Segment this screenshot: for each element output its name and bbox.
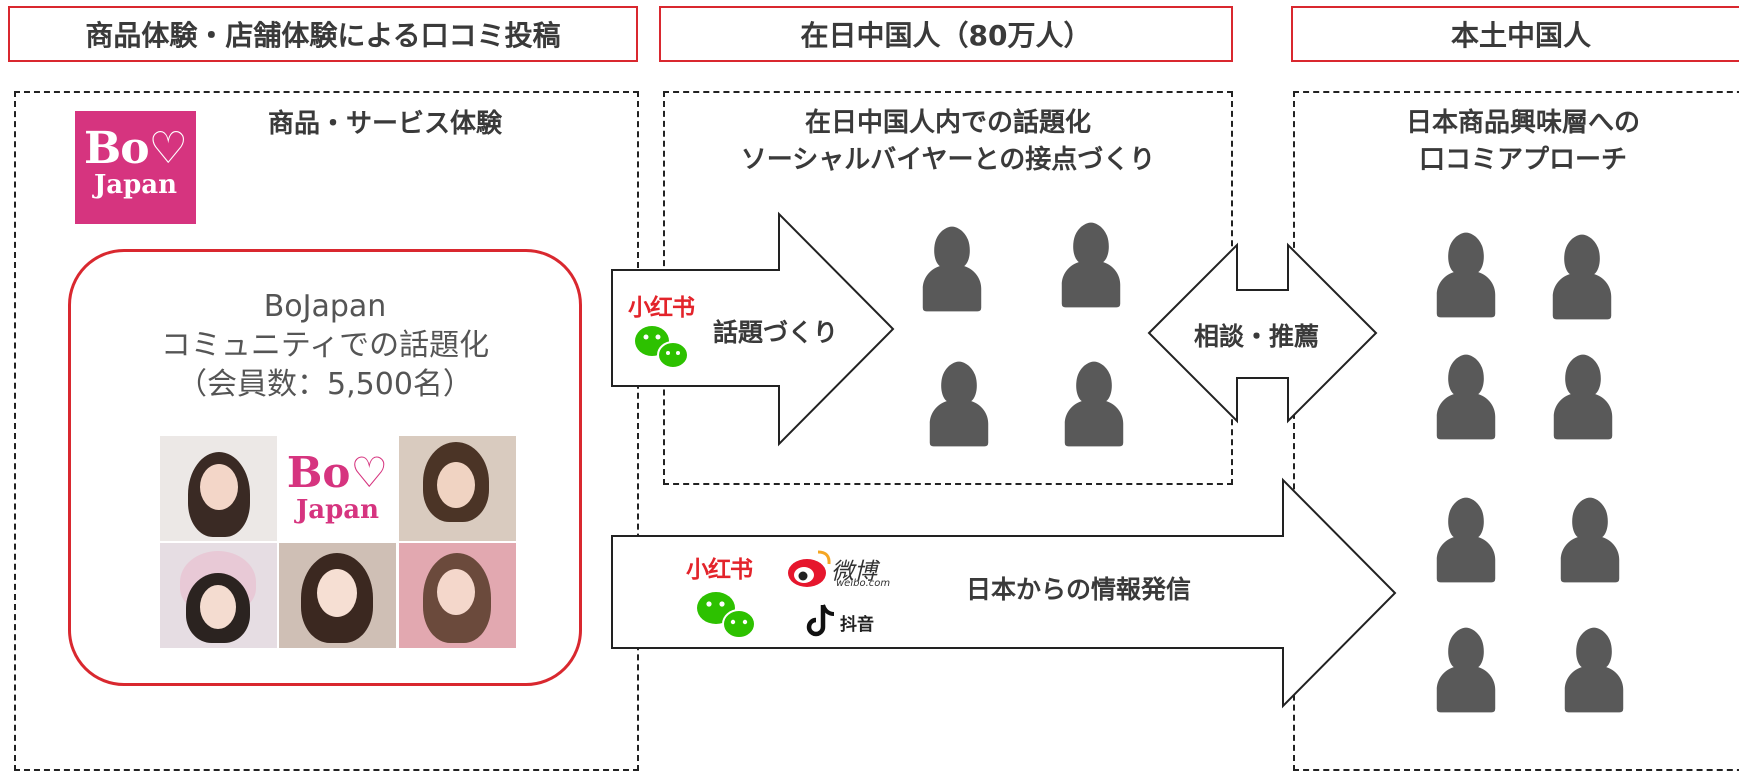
right-panel-title-line1: 日本商品興味層への	[1405, 108, 1640, 138]
bojapan-grid-logo: Bo♡ Japan	[279, 436, 396, 541]
weibo-label: 微博	[831, 559, 877, 585]
header-ugc-posting: 商品体験・店舗体験による口コミ投稿	[8, 6, 638, 62]
douyin-icon	[806, 604, 835, 637]
weibo-icon	[788, 550, 831, 587]
person-icon	[1560, 497, 1620, 583]
community-name: BoJapan	[263, 289, 387, 324]
person-icon	[1436, 354, 1496, 440]
person-icon	[1552, 234, 1612, 320]
member-photo	[399, 543, 516, 648]
person-icon	[1064, 361, 1124, 447]
person-icon	[1564, 627, 1624, 713]
douyin-label: 抖音	[840, 615, 874, 635]
weibo-url: weibo.com	[836, 578, 891, 589]
info-arrow	[611, 477, 1397, 709]
person-icon	[1061, 222, 1121, 308]
left-panel-title: 商品・サービス体験	[267, 109, 502, 139]
info-dispatch-label: 日本からの情報発信	[966, 575, 1192, 604]
topic-arrow	[611, 211, 895, 447]
wechat-icon	[697, 592, 756, 639]
community-topic: コミュニティでの話題化	[160, 328, 490, 363]
consult-recommend-label: 相談・推薦	[1194, 322, 1320, 351]
bojapan-community-box: BoJapan コミュニティでの話題化 （会員数：5,500名） Bo♡ Jap…	[68, 249, 582, 686]
consult-arrow	[1147, 242, 1378, 424]
person-icon	[1436, 232, 1496, 318]
person-icon	[1436, 627, 1496, 713]
flow-diagram	[611, 211, 1624, 713]
person-icon	[1436, 497, 1496, 583]
middle-panel-title-line1: 在日中国人内での話題化	[804, 108, 1091, 138]
header-chinese-in-japan: 在日中国人（80万人）	[659, 6, 1233, 62]
bojapan-logo: Bo♡ Japan	[75, 111, 196, 224]
middle-panel-title-line2: ソーシャルバイヤーとの接点づくり	[740, 145, 1156, 175]
topic-creation-label: 話題づくり	[713, 318, 839, 347]
wechat-icon	[635, 326, 689, 369]
person-icon	[922, 226, 982, 312]
community-members: （会員数：5,500名）	[177, 367, 473, 402]
xiaohongshu-logo: 小红书	[686, 557, 753, 583]
member-photo	[279, 543, 396, 648]
person-icon	[1553, 354, 1613, 440]
member-photo	[160, 436, 277, 541]
header-mainland-chinese: 本土中国人	[1291, 6, 1739, 62]
xiaohongshu-logo: 小红书	[628, 295, 695, 321]
right-panel-title-line2: 口コミアプローチ	[1418, 145, 1627, 175]
member-photo	[160, 543, 277, 648]
member-photo	[399, 436, 516, 541]
person-icon	[929, 361, 989, 447]
